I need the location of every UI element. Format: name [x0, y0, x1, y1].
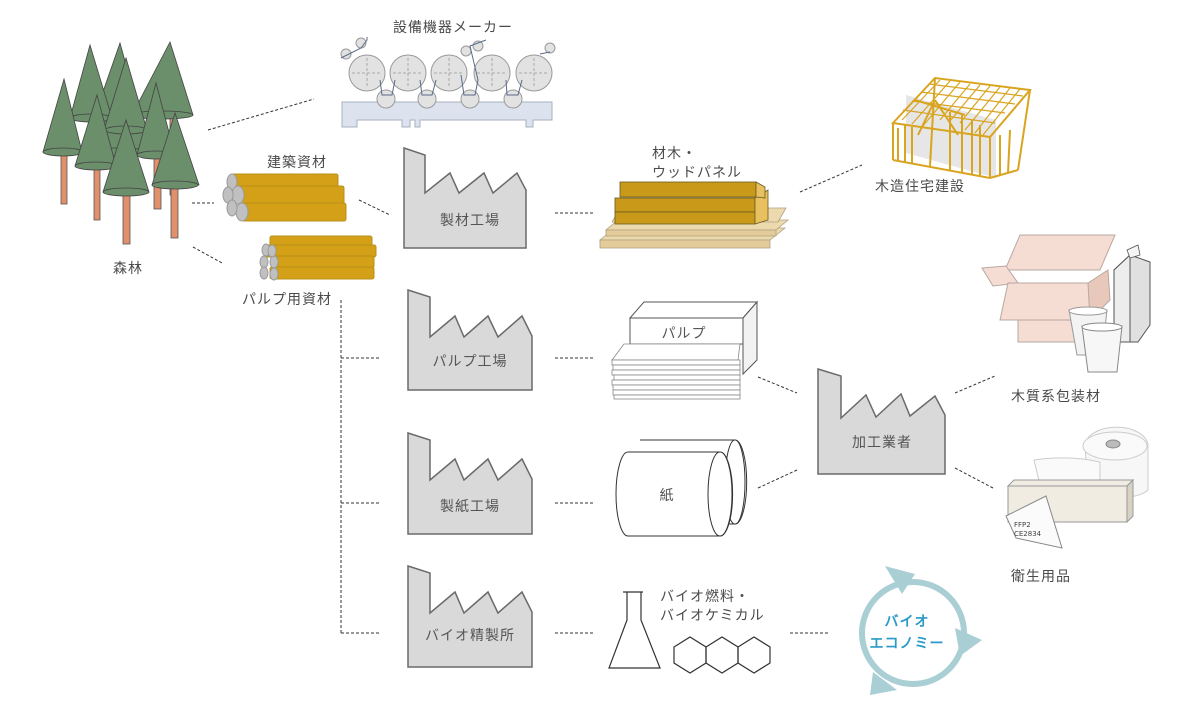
packaging-icon: [981, 234, 1151, 373]
hygiene-products-icon: FFP2 CE2834: [1005, 426, 1149, 549]
label-bioeconomy-line2: エコノミー: [869, 636, 945, 652]
flask-icon: [608, 591, 661, 669]
connector-paper-converter: [757, 469, 798, 489]
connector-construction-sawmill: [358, 199, 391, 216]
mask-text-line2: CE2834: [1014, 530, 1042, 538]
pulp-log-stack-icon: [259, 235, 377, 281]
connector-forest-pulp-materials: [192, 246, 223, 264]
cycle-arrows-icon: [859, 566, 982, 695]
label-packaging: 木質系包装材: [1011, 389, 1101, 405]
forest-icon: [42, 40, 200, 245]
label-pulp-materials: パルプ用資材: [242, 292, 332, 308]
label-biorefinery: バイオ精製所: [425, 628, 515, 644]
label-pulp-mill: パルプ工場: [432, 354, 508, 370]
connectors: [192, 98, 996, 634]
connector-lumber-house: [799, 164, 863, 193]
mask-text-line1: FFP2: [1014, 521, 1031, 529]
label-hygiene: 衛生用品: [1011, 569, 1071, 585]
converter-factory-icon: [817, 367, 946, 475]
connector-forest-equipment: [207, 98, 315, 131]
label-bioeconomy: バイオ エコノミー: [870, 611, 945, 655]
connector-converter-packaging: [954, 375, 996, 394]
label-biofuel-line1: バイオ燃料・: [660, 589, 750, 605]
paper-roll-icon: [615, 439, 748, 537]
label-paper-mill: 製紙工場: [440, 499, 500, 515]
label-sawmill: 製材工場: [440, 213, 500, 229]
sawmill-factory-icon: [403, 146, 527, 249]
hexagon-molecule-icon: [673, 636, 771, 674]
label-equipment-maker: 設備機器メーカー: [393, 20, 513, 36]
label-lumber-line2: ウッドパネル: [652, 165, 742, 181]
label-construction-materials: 建築資材: [267, 155, 327, 171]
biorefinery-factory-icon: [407, 564, 533, 668]
label-forest: 森林: [113, 261, 143, 277]
label-lumber-line1: 材木・: [652, 146, 697, 162]
label-biofuel-line2: バイオケミカル: [660, 608, 765, 624]
pulp-mill-factory-icon: [407, 288, 533, 391]
construction-log-stack-icon: [222, 173, 347, 222]
label-paper-product: 紙: [659, 488, 675, 504]
label-converter: 加工業者: [852, 435, 912, 451]
connector-pulp-converter: [757, 376, 798, 394]
paper-machine-icon: [340, 37, 556, 128]
lumber-stack-icon: [598, 181, 790, 249]
connector-converter-hygiene: [954, 467, 994, 489]
paper-mill-factory-icon: [407, 431, 533, 535]
label-wooden-house: 木造住宅建設: [875, 179, 965, 195]
house-frame-icon: [890, 76, 1032, 179]
label-pulp-product: パルプ: [661, 326, 707, 342]
pulp-bale-icon: [611, 300, 759, 400]
label-bioeconomy-line1: バイオ: [884, 614, 930, 630]
